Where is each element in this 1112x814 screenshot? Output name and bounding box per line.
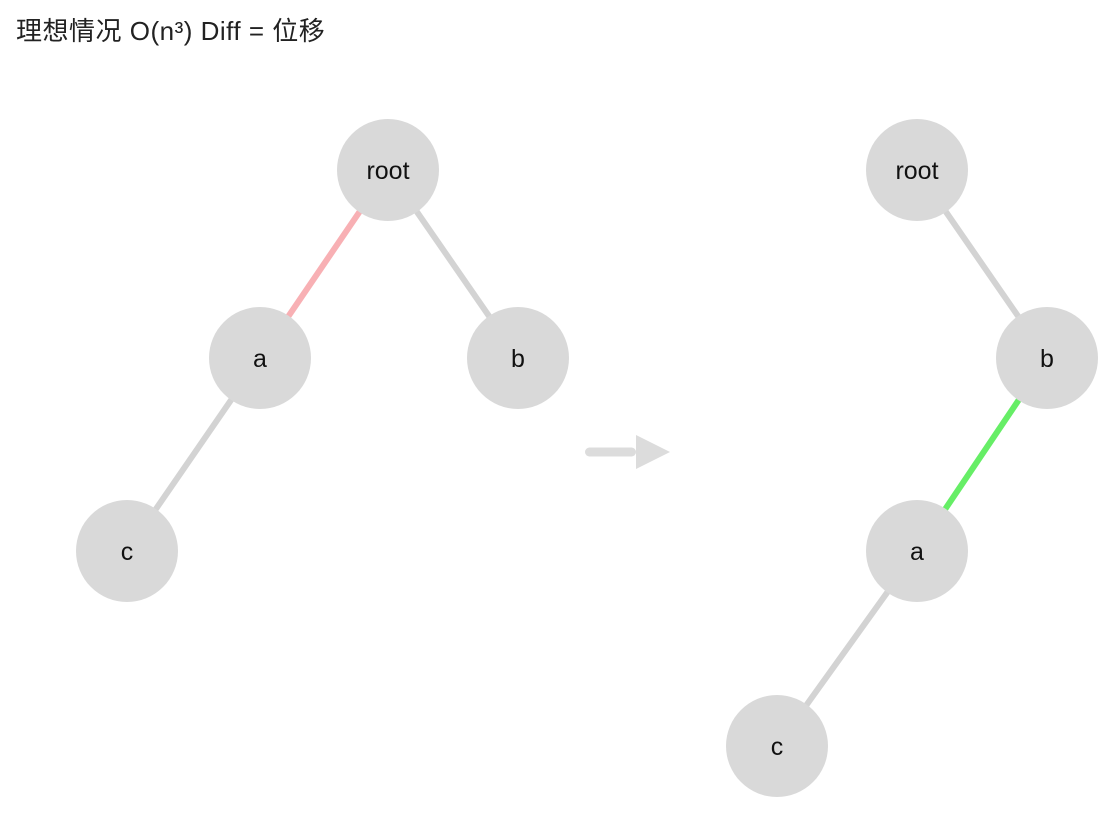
tree-node-after-tree-a: a <box>866 500 968 602</box>
arrow-shaft <box>585 447 636 457</box>
node-label: c <box>771 733 784 761</box>
edges-layer <box>149 204 1025 713</box>
node-circle <box>726 695 828 797</box>
node-label: b <box>511 345 525 373</box>
tree-node-before-tree-a: a <box>209 307 311 409</box>
page-title: 理想情况 O(n³) Diff = 位移 <box>16 16 326 46</box>
tree-node-after-tree-c: c <box>726 695 828 797</box>
tree-edge-after-tree-b-a <box>939 392 1025 517</box>
node-label: b <box>1040 345 1054 373</box>
node-label: a <box>910 538 924 566</box>
node-circle <box>866 119 968 221</box>
node-circle <box>209 307 311 409</box>
tree-edge-before-tree-root-b <box>410 204 496 324</box>
node-label: a <box>253 345 267 373</box>
tree-node-before-tree-c: c <box>76 500 178 602</box>
tree-edge-before-tree-root-a <box>282 204 366 324</box>
node-circle <box>996 307 1098 409</box>
tree-node-before-tree-root: root <box>337 119 439 221</box>
node-label: root <box>895 157 938 185</box>
tree-node-before-tree-b: b <box>467 307 569 409</box>
node-label: root <box>366 157 409 185</box>
tree-node-after-tree-root: root <box>866 119 968 221</box>
node-circle <box>76 500 178 602</box>
nodes-layer: root a b c root b a c <box>76 119 1098 797</box>
node-circle <box>467 307 569 409</box>
tree-edge-after-tree-a-c <box>800 584 894 713</box>
arrow-layer <box>585 435 670 469</box>
node-circle <box>866 500 968 602</box>
transition-arrow <box>585 435 670 469</box>
arrow-head <box>636 435 670 469</box>
node-circle <box>337 119 439 221</box>
tree-edge-after-tree-root-b <box>939 204 1025 324</box>
node-label: c <box>121 538 134 566</box>
tree-edge-before-tree-a-c <box>149 392 238 517</box>
tree-node-after-tree-b: b <box>996 307 1098 409</box>
